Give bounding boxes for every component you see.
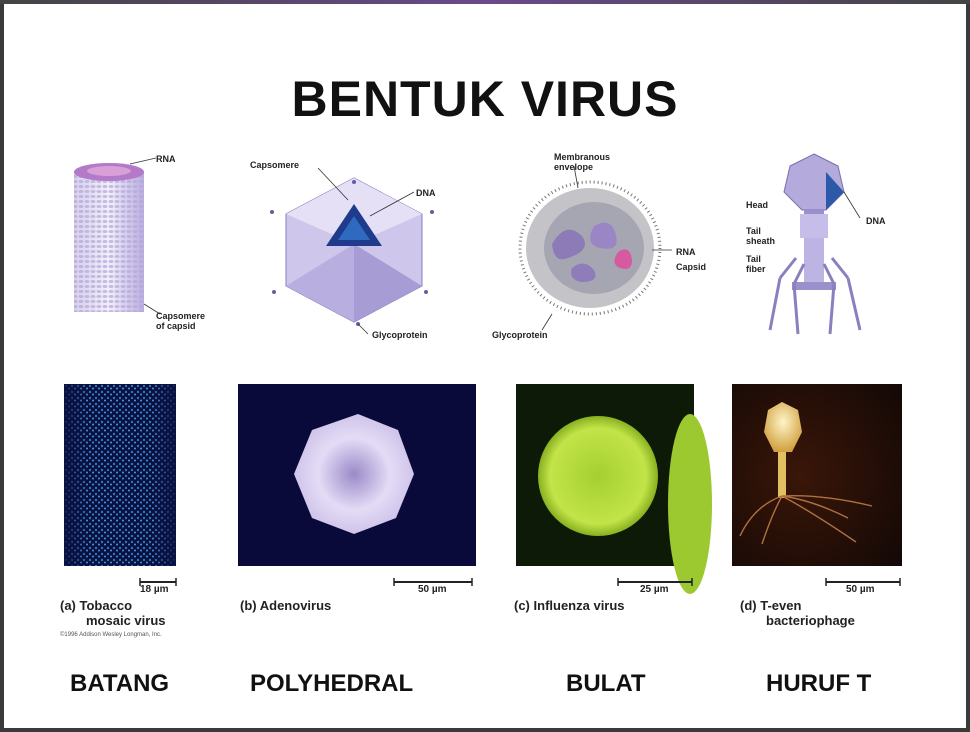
influenza-diagram [518,165,672,331]
adenovirus-diagram [270,167,434,335]
caption-a-line1: (a) Tobacco [60,598,132,613]
caption-d-line2: bacteriophage [766,613,855,628]
shape-label-bulat: BULAT [566,670,646,697]
caption-d-name: T-even [760,598,802,613]
phage-tail-label: Tail [746,226,761,236]
scale-label-c: 25 µm [640,584,669,595]
adeno-glycoprotein-label: Glycoprotein [372,330,428,340]
scale-label-b: 50 µm [418,584,447,595]
caption-b-letter: (b) [240,598,257,613]
tmv-micrograph [64,384,176,566]
slide: BENTUK VIRUS RNA Capsomere of capsid [4,4,966,728]
caption-b-name: Adenovirus [259,598,332,613]
tmv-capsomere-label: Capsomere [156,311,206,321]
caption-c-letter: (c) [514,598,530,613]
scale-label-a: 18 µm [140,584,169,595]
caption-a-letter: (a) [60,598,76,613]
tmv-diagram [74,157,161,315]
shape-label-huruf-t: HURUF T [766,670,872,697]
flu-capsid-label: Capsid [676,262,707,272]
phage-diagram [768,153,862,335]
phage-dna-label: DNA [866,216,886,226]
caption-a-name: Tobacco [79,598,133,613]
adenovirus-micrograph [238,384,476,566]
caption-d-line1: (d) T-even [740,598,801,613]
phage-head-label: Head [746,200,769,210]
flu-glycoprotein-label: Glycoprotein [492,330,548,340]
caption-a-line2: mosaic virus [86,613,166,628]
caption-b-line1: (b) Adenovirus [240,598,331,613]
copyright-note: ©1996 Addison Wesley Longman, Inc. [60,632,162,638]
adeno-capsomere-label: Capsomere [250,160,300,170]
caption-d-letter: (d) [740,598,757,613]
tmv-rna-label: RNA [156,154,176,164]
scale-bar-d [825,578,901,586]
shape-label-batang: BATANG [70,670,170,697]
scale-bar-a [139,578,177,586]
slide-title: BENTUK VIRUS [291,71,679,127]
phage-sheath-label: sheath [746,236,776,246]
influenza-micrograph [516,384,712,594]
shape-label-polyhedral: POLYHEDRAL [250,670,414,697]
scale-bar-b [393,578,473,586]
phage-fiber-label: fiber [746,264,766,274]
scale-label-d: 50 µm [846,584,875,595]
phage-tail2-label: Tail [746,254,761,264]
caption-c-name: Influenza virus [533,598,625,613]
scale-bar-c [617,578,693,586]
adeno-dna-label: DNA [416,188,436,198]
flu-rna-label: RNA [676,247,696,257]
top-border [0,0,970,4]
flu-membranous-label: Membranous [554,152,611,162]
caption-c-line1: (c) Influenza virus [514,598,625,613]
phage-micrograph [732,384,902,566]
tmv-of-capsid-label: of capsid [156,321,196,331]
flu-envelope-label: envelope [554,162,594,172]
